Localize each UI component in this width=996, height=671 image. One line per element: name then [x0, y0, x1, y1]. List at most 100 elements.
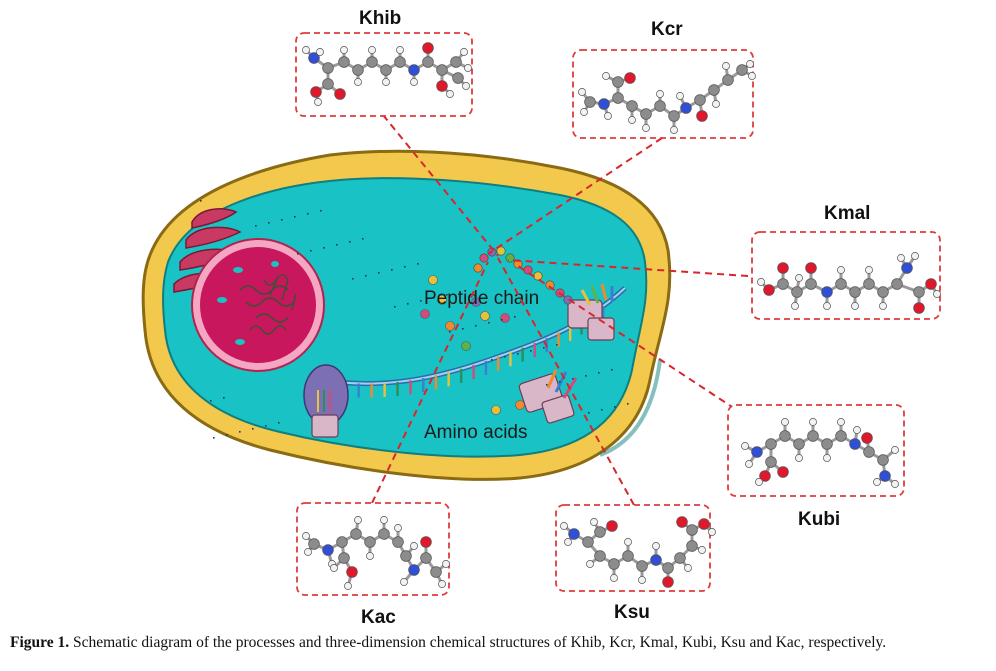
- atom: [354, 516, 362, 524]
- atom: [382, 78, 390, 86]
- speckle: [449, 331, 451, 333]
- khib-box: [295, 32, 473, 117]
- atom: [708, 528, 716, 536]
- speckle: [462, 328, 464, 330]
- ksu-molecule: [560, 516, 716, 588]
- speckle: [598, 372, 600, 374]
- atom: [642, 124, 650, 132]
- atom: [795, 454, 803, 462]
- atom: [746, 60, 754, 68]
- atom: [821, 286, 833, 298]
- label-ksu: Ksu: [614, 602, 650, 623]
- atom: [879, 302, 887, 310]
- atom: [638, 576, 646, 584]
- atom: [602, 72, 610, 80]
- atom: [837, 418, 845, 426]
- atom: [446, 90, 454, 98]
- atom: [873, 478, 881, 486]
- label-kcr: Kcr: [651, 19, 683, 40]
- kubi-molecule: [741, 418, 899, 488]
- atom: [891, 480, 899, 488]
- atom: [686, 540, 698, 552]
- atom: [420, 552, 432, 564]
- atom: [911, 252, 919, 260]
- atom: [933, 290, 941, 298]
- kac-box: [296, 502, 450, 596]
- amino-acid-dot: [428, 275, 438, 285]
- speckle: [459, 291, 461, 293]
- atom: [338, 56, 350, 68]
- ksu-box: [555, 504, 716, 592]
- speckle: [394, 306, 396, 308]
- peptide-bead: [505, 253, 515, 263]
- peptide-bead: [473, 263, 483, 273]
- atom: [430, 566, 442, 578]
- atom: [560, 522, 568, 530]
- atom: [913, 286, 925, 298]
- speckle: [210, 400, 212, 402]
- speckle: [362, 238, 364, 240]
- atom: [346, 566, 358, 578]
- amino-acid-dot: [445, 321, 455, 331]
- atom: [598, 98, 610, 110]
- peptide-bead: [545, 280, 555, 290]
- atom: [777, 262, 789, 274]
- atom: [594, 550, 606, 562]
- atom: [823, 302, 831, 310]
- atom: [668, 110, 680, 122]
- atom: [612, 92, 624, 104]
- amino-acids-label: Amino acids: [424, 422, 528, 443]
- atom: [851, 302, 859, 310]
- speckle: [320, 210, 322, 212]
- atom: [628, 116, 636, 124]
- chromatin: [239, 274, 297, 335]
- atom: [696, 110, 708, 122]
- speckle: [488, 322, 490, 324]
- atom: [640, 108, 652, 120]
- atom: [759, 470, 771, 482]
- speckle: [491, 359, 493, 361]
- speckle: [252, 428, 254, 430]
- atom: [586, 560, 594, 568]
- atom: [741, 442, 749, 450]
- atom: [436, 64, 448, 76]
- peptide-bead: [533, 271, 543, 281]
- figure-caption: Figure 1. Schematic diagram of the proce…: [10, 634, 990, 652]
- amino-acid-dot: [437, 295, 447, 305]
- atom: [608, 558, 620, 570]
- atom: [354, 78, 362, 86]
- atom: [722, 74, 734, 86]
- atom: [891, 446, 899, 454]
- speckle: [475, 325, 477, 327]
- cell-diagram: Peptide chain Amino acids: [141, 32, 941, 596]
- speckle: [226, 434, 228, 436]
- speckle: [213, 437, 215, 439]
- speckle: [420, 300, 422, 302]
- atom: [680, 102, 692, 114]
- atom: [462, 82, 470, 90]
- atom: [364, 536, 376, 548]
- speckle: [391, 269, 393, 271]
- atom: [622, 550, 634, 562]
- atom: [652, 542, 660, 550]
- peptide-bead: [496, 246, 506, 256]
- atom: [755, 478, 763, 486]
- atom: [805, 262, 817, 274]
- speckle: [614, 406, 616, 408]
- atom: [863, 278, 875, 290]
- speckle: [404, 266, 406, 268]
- amino-acid-dots: [420, 275, 525, 415]
- atom: [304, 548, 312, 556]
- connector-lines: [371, 114, 756, 506]
- atom: [853, 426, 861, 434]
- atom: [314, 98, 322, 106]
- atom: [698, 546, 706, 554]
- speckle: [504, 356, 506, 358]
- speckle: [223, 397, 225, 399]
- speckle: [278, 422, 280, 424]
- label-kmal: Kmal: [824, 203, 871, 224]
- atom: [396, 46, 404, 54]
- kac-molecule: [302, 516, 450, 590]
- atom: [676, 92, 684, 100]
- atom: [777, 466, 789, 478]
